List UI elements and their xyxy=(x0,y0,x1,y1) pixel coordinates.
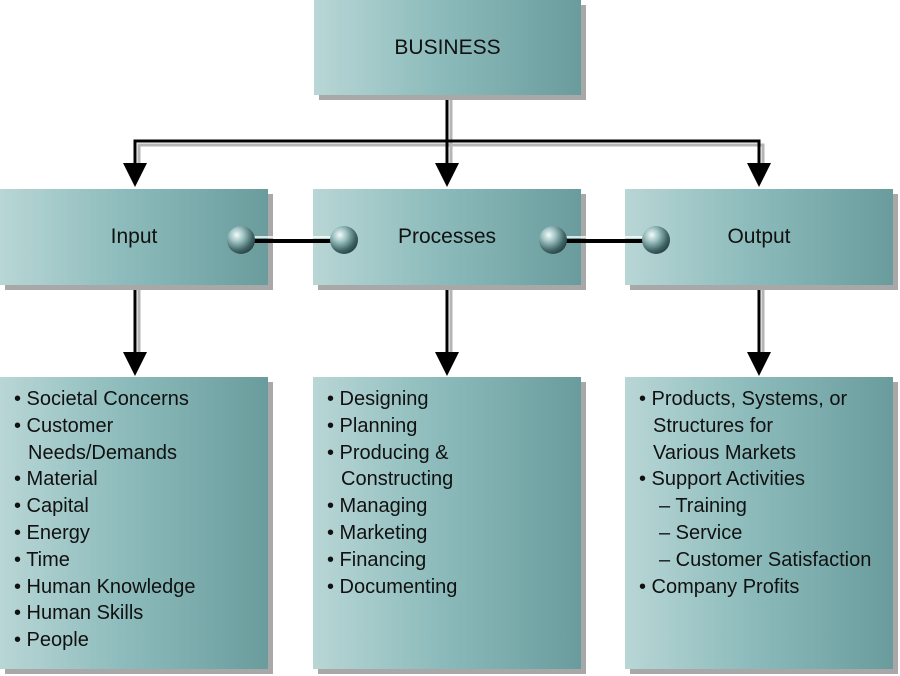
processes-box: Processes xyxy=(313,189,581,285)
list-item: • Support Activities xyxy=(639,468,805,491)
processes-label: Processes xyxy=(397,225,497,248)
list-item: Needs/Demands xyxy=(28,441,177,464)
list-item: • Products, Systems, or xyxy=(639,388,848,410)
tree-lines xyxy=(133,95,761,352)
link-input-processes xyxy=(227,226,358,254)
list-item: • Human Knowledge xyxy=(14,575,196,598)
list-item: Structures for xyxy=(653,414,774,437)
list-item: – Service xyxy=(659,521,743,544)
list-item: • Managing xyxy=(327,495,428,518)
arrowhead-output-list xyxy=(747,352,771,376)
list-item: • Time xyxy=(14,548,70,571)
list-item: • People xyxy=(14,629,89,652)
list-item: • Societal Concerns xyxy=(14,388,189,410)
link-ball-icon xyxy=(330,226,358,254)
list-item: – Training xyxy=(659,495,747,518)
arrowhead-output xyxy=(747,163,771,187)
list-item: • Material xyxy=(14,468,98,491)
link-ball-icon xyxy=(642,226,670,254)
business-box: BUSINESS xyxy=(314,0,581,95)
arrowhead-processes-list xyxy=(435,352,459,376)
list-item: • Human Skills xyxy=(14,602,144,625)
list-item: • Capital xyxy=(14,495,89,518)
arrowhead-processes xyxy=(435,163,459,187)
connector-horizontal-bar xyxy=(133,139,761,165)
list-item: • Designing xyxy=(327,388,429,410)
input-box: Input xyxy=(0,189,268,285)
business-label: BUSINESS xyxy=(394,35,501,59)
arrowhead-input xyxy=(123,163,147,187)
connector-shadows xyxy=(137,99,765,352)
list-item: • Documenting xyxy=(327,575,458,598)
list-item: Constructing xyxy=(341,468,454,491)
link-ball-icon xyxy=(539,226,567,254)
processes-list-box: • Designing • Planning • Producing & Constr… xyxy=(313,377,581,669)
list-item: • Energy xyxy=(14,521,90,544)
output-label: Output xyxy=(727,225,791,248)
arrowhead-input-list xyxy=(123,352,147,376)
link-processes-output xyxy=(539,226,670,254)
list-item: Various Markets xyxy=(653,441,797,464)
list-item: • Planning xyxy=(327,414,418,437)
list-item: • Company Profits xyxy=(639,575,800,598)
list-item: • Customer xyxy=(14,414,114,437)
list-item: – Customer Satisfaction xyxy=(659,548,872,571)
list-item: • Producing & xyxy=(327,441,449,464)
processes-list: • Designing • Planning • Producing & Constr… xyxy=(327,386,573,600)
input-label: Input xyxy=(110,225,158,248)
link-ball-icon xyxy=(227,226,255,254)
list-item: • Financing xyxy=(327,548,427,571)
list-item: • Marketing xyxy=(327,521,428,544)
arrowheads xyxy=(123,163,771,376)
